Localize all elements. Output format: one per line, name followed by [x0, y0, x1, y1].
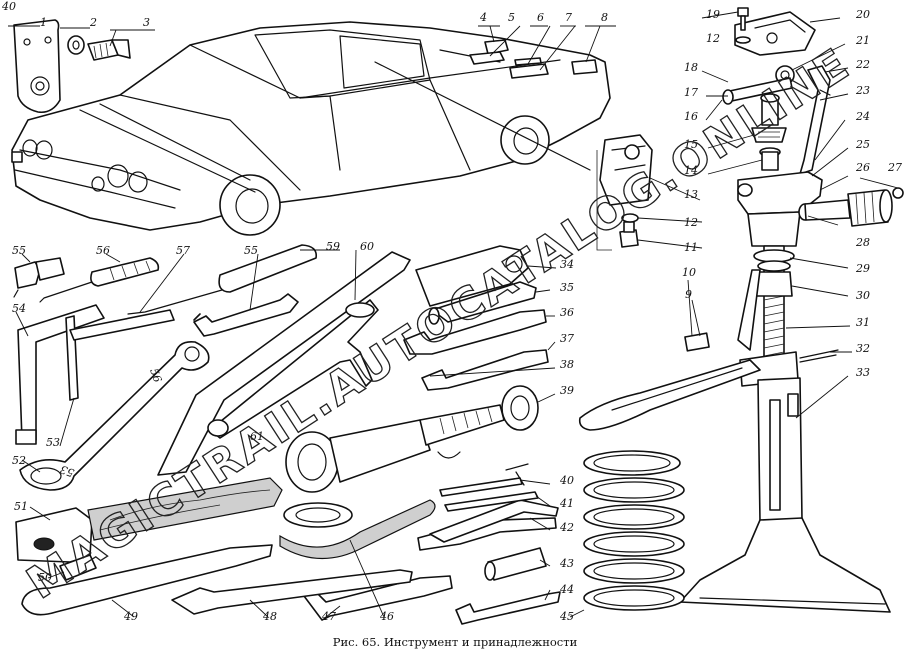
callout-2: 2	[89, 16, 97, 29]
callout-36: 36	[560, 306, 574, 319]
callout-4: 4	[479, 11, 487, 24]
callout-20: 20	[855, 8, 870, 21]
callout-47: 47	[321, 610, 336, 623]
bolt-part	[87, 39, 131, 61]
callout-49: 49	[123, 610, 138, 623]
callout-22: 22	[855, 58, 870, 71]
callout-56-on-wrench: 56	[147, 367, 164, 385]
callout-12b: 12	[706, 32, 720, 45]
callout-31: 31	[856, 316, 870, 329]
callout-53: 53	[46, 436, 60, 449]
callout-26: 26	[855, 161, 870, 174]
callout-33: 33	[856, 366, 870, 379]
callout-19: 19	[706, 8, 720, 21]
callout-27: 27	[887, 161, 902, 174]
callout-40: 40	[559, 474, 574, 487]
callout-54: 54	[12, 302, 26, 315]
callout-43: 43	[559, 557, 574, 570]
callout-11: 11	[684, 241, 698, 254]
callout-21: 21	[855, 34, 870, 47]
part-numbers: 1 2 3 4 5 6 7 8 9 10 11 12 12 13 14 15 1…	[12, 8, 902, 623]
callout-59: 59	[326, 240, 340, 253]
car-outline	[11, 21, 611, 236]
callout-45: 45	[559, 610, 574, 623]
callout-48: 48	[262, 610, 277, 623]
callout-1: 1	[40, 16, 47, 29]
callout-15: 15	[684, 138, 698, 151]
callout-18: 18	[684, 61, 698, 74]
callout-60: 60	[360, 240, 374, 253]
callout-46: 46	[379, 610, 394, 623]
callout-61: 61	[250, 430, 264, 443]
washer-part	[67, 35, 85, 55]
callout-8: 8	[601, 11, 608, 24]
callout-10: 10	[682, 266, 696, 279]
callout-14: 14	[684, 164, 698, 177]
callout-30: 30	[856, 289, 870, 302]
mounting-bracket	[13, 19, 61, 114]
coil-spring	[583, 450, 685, 611]
callout-6: 6	[537, 11, 544, 24]
trunk-parts	[469, 39, 598, 79]
callout-9: 9	[685, 288, 692, 301]
callout-29: 29	[855, 262, 870, 275]
callout-37: 37	[560, 332, 574, 345]
callout-3: 3	[143, 16, 150, 29]
callout-39: 39	[560, 384, 574, 397]
callout-42: 42	[559, 521, 574, 534]
callout-55a: 55	[12, 244, 26, 257]
callout-24: 24	[855, 110, 870, 123]
callout-56: 56	[96, 244, 110, 257]
callout-53-on-wrench: 53	[58, 462, 76, 479]
callout-35: 35	[560, 281, 574, 294]
callout-51: 51	[14, 500, 28, 513]
figure-caption: Рис. 65. Инструмент и принадлежности	[332, 635, 578, 649]
callout-7: 7	[565, 11, 572, 24]
callout-16: 16	[684, 110, 698, 123]
callout-38: 38	[560, 358, 574, 371]
callout-23: 23	[855, 84, 870, 97]
callout-55b: 55	[244, 244, 258, 257]
callout-41: 41	[559, 497, 574, 510]
callout-5: 5	[508, 11, 515, 24]
leader-lines	[8, 11, 899, 618]
callout-25: 25	[855, 138, 870, 151]
callout-32: 32	[856, 342, 870, 355]
callout-28: 28	[855, 236, 870, 249]
callout-52: 52	[12, 454, 26, 467]
callout-34: 34	[560, 258, 574, 271]
callout-57: 57	[176, 244, 190, 257]
callout-50: 50	[38, 571, 52, 584]
jack-assembly	[578, 7, 904, 613]
callout-17: 17	[684, 86, 698, 99]
corner-mark: 40	[1, 0, 16, 13]
callout-13: 13	[684, 188, 698, 201]
callout-44: 44	[559, 583, 574, 596]
callout-12a: 12	[684, 216, 698, 229]
tool-set	[13, 244, 561, 625]
